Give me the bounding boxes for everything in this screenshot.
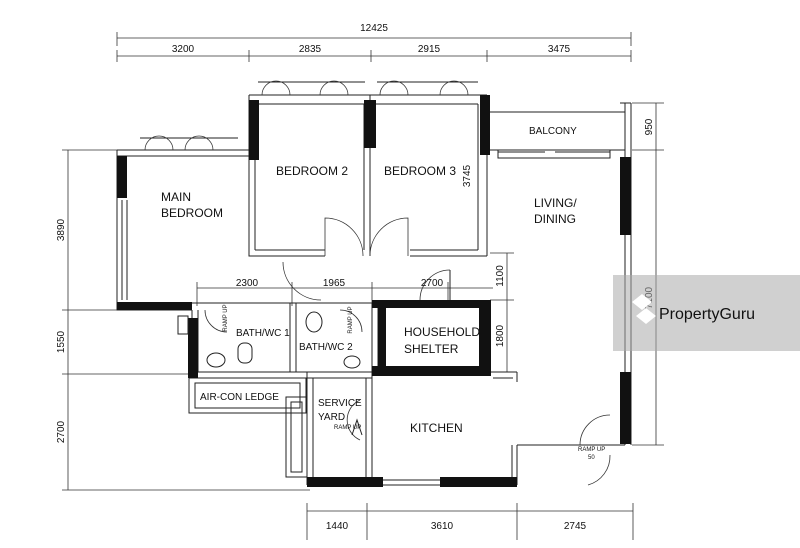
dim-left-1: 3890 <box>56 218 67 241</box>
ramp-value-kitchen: 50 <box>588 455 595 461</box>
dim-inner-2: 1965 <box>323 278 346 289</box>
wall-outlines <box>116 94 632 486</box>
label-bedroom-3: BEDROOM 3 <box>384 164 456 178</box>
toilet-2 <box>305 311 323 333</box>
label-bath-1: BATH/WC 1 <box>236 328 290 339</box>
dim-inner-3: 2700 <box>421 278 444 289</box>
ramp-label-kitchen: RAMP UP <box>578 447 605 453</box>
label-living-1: LIVING/ <box>534 196 577 210</box>
label-shelter-1: HOUSEHOLD <box>404 325 480 339</box>
label-balcony: BALCONY <box>529 126 577 137</box>
propertyguru-logo-icon <box>632 294 656 324</box>
dim-left-2: 1550 <box>56 330 67 353</box>
dimension-lines <box>62 32 664 540</box>
pipe-box <box>177 315 189 335</box>
dim-top-4: 3475 <box>548 44 571 55</box>
label-bath-2: BATH/WC 2 <box>299 342 353 353</box>
dim-bedroom3-depth: 3745 <box>462 164 473 187</box>
dim-top-2: 2835 <box>299 44 322 55</box>
dim-left-3: 2700 <box>56 420 67 443</box>
basin-2 <box>343 355 361 369</box>
doors <box>204 217 611 486</box>
label-main-bedroom-2: BEDROOM <box>161 206 223 220</box>
label-service-yard-1: SERVICE <box>318 398 362 409</box>
label-aircon-ledge: AIR-CON LEDGE <box>200 392 279 403</box>
label-main-bedroom-1: MAIN <box>161 190 191 204</box>
dim-bottom-3: 2745 <box>564 521 587 532</box>
label-shelter-2: SHELTER <box>404 342 459 356</box>
ramp-labels: RAMP UP RAMP UP RAMP UP RAMP UP 50 <box>223 304 605 461</box>
windows <box>140 80 611 159</box>
dimension-text: 12425 3200 2835 2915 3475 1440 3610 2745… <box>56 23 655 532</box>
dim-bottom-2: 3610 <box>431 521 454 532</box>
dim-inner-right-1: 1100 <box>495 265 506 287</box>
dim-overall-width: 12425 <box>360 23 388 34</box>
dim-bottom-1: 1440 <box>326 521 349 532</box>
room-labels: MAIN BEDROOM BEDROOM 2 BEDROOM 3 BALCONY… <box>161 126 577 435</box>
label-living-2: DINING <box>534 212 576 226</box>
fixtures <box>177 311 363 436</box>
dim-right-top: 950 <box>644 118 655 135</box>
dim-top-3: 2915 <box>418 44 441 55</box>
dim-top-1: 3200 <box>172 44 195 55</box>
wall-blocks <box>117 95 631 487</box>
label-bedroom-2: BEDROOM 2 <box>276 164 348 178</box>
watermark: PropertyGuru <box>613 275 800 351</box>
toilet-1 <box>237 342 253 364</box>
dim-inner-right-2: 1800 <box>495 324 506 347</box>
ramp-label-bath-1: RAMP UP <box>223 304 229 331</box>
label-kitchen: KITCHEN <box>410 421 463 435</box>
ramp-label-bath-2: RAMP UP <box>348 306 354 333</box>
ramp-label-yard: RAMP UP <box>334 425 361 431</box>
label-service-yard-2: YARD <box>318 412 345 423</box>
watermark-brand: PropertyGuru <box>659 306 755 323</box>
dim-inner-1: 2300 <box>236 278 259 289</box>
basin-1 <box>206 352 226 368</box>
